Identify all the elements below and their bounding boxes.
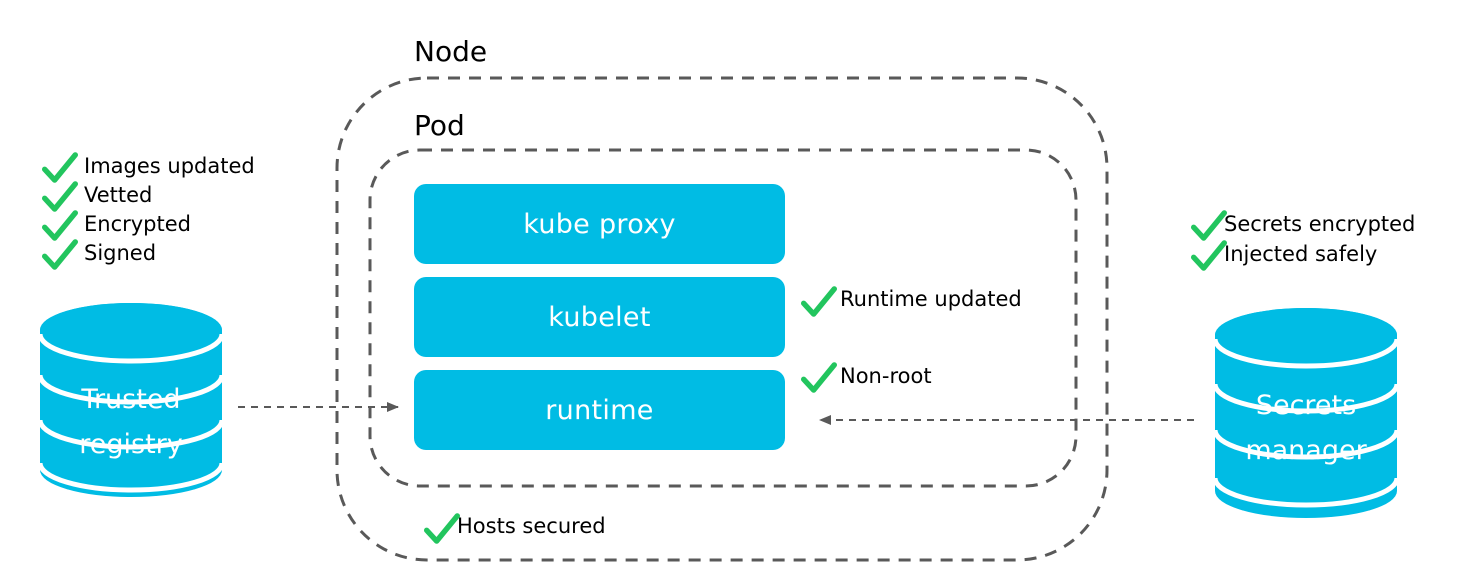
- kube-proxy-label: kube proxy: [523, 208, 676, 240]
- registry-check-images-updated: Images updated: [84, 154, 255, 178]
- check-icon: [804, 289, 835, 314]
- secrets-label-line2: manager: [1245, 435, 1367, 466]
- host-check-secured: Hosts secured: [457, 514, 606, 538]
- check-icon: [45, 184, 76, 209]
- node-container: [335, 76, 1109, 562]
- check-icon: [45, 155, 76, 180]
- registry-check-encrypted: Encrypted: [84, 212, 191, 236]
- registry-label-line2: registry: [79, 429, 183, 460]
- secrets-check-encrypted: Secrets encrypted: [1224, 212, 1416, 236]
- registry-label-line1: Trusted: [81, 384, 181, 415]
- registry-check-signed: Signed: [84, 241, 157, 265]
- registry-database-icon: [37, 303, 225, 497]
- kubelet-box: [414, 277, 785, 357]
- secrets-label-line1: Secrets: [1255, 390, 1357, 421]
- runtime-box: [414, 370, 785, 450]
- check-icon: [427, 516, 458, 541]
- pod-container: [368, 148, 1078, 488]
- secrets-database-icon: [1212, 308, 1400, 518]
- kubelet-label: kubelet: [548, 301, 651, 333]
- runtime-check-non-root: Non-root: [840, 364, 932, 388]
- check-icon: [1194, 213, 1225, 238]
- check-icon: [1194, 243, 1225, 268]
- kube-proxy-box: [414, 184, 785, 264]
- registry-check-vetted: Vetted: [84, 183, 153, 207]
- runtime-label: runtime: [545, 394, 654, 426]
- check-icon: [45, 242, 76, 267]
- secrets-check-injected: Injected safely: [1224, 242, 1378, 266]
- pod-title: Pod: [414, 109, 465, 142]
- check-icon: [45, 213, 76, 238]
- runtime-check-updated: Runtime updated: [840, 287, 1022, 311]
- node-title: Node: [414, 35, 488, 68]
- check-icon: [804, 365, 835, 390]
